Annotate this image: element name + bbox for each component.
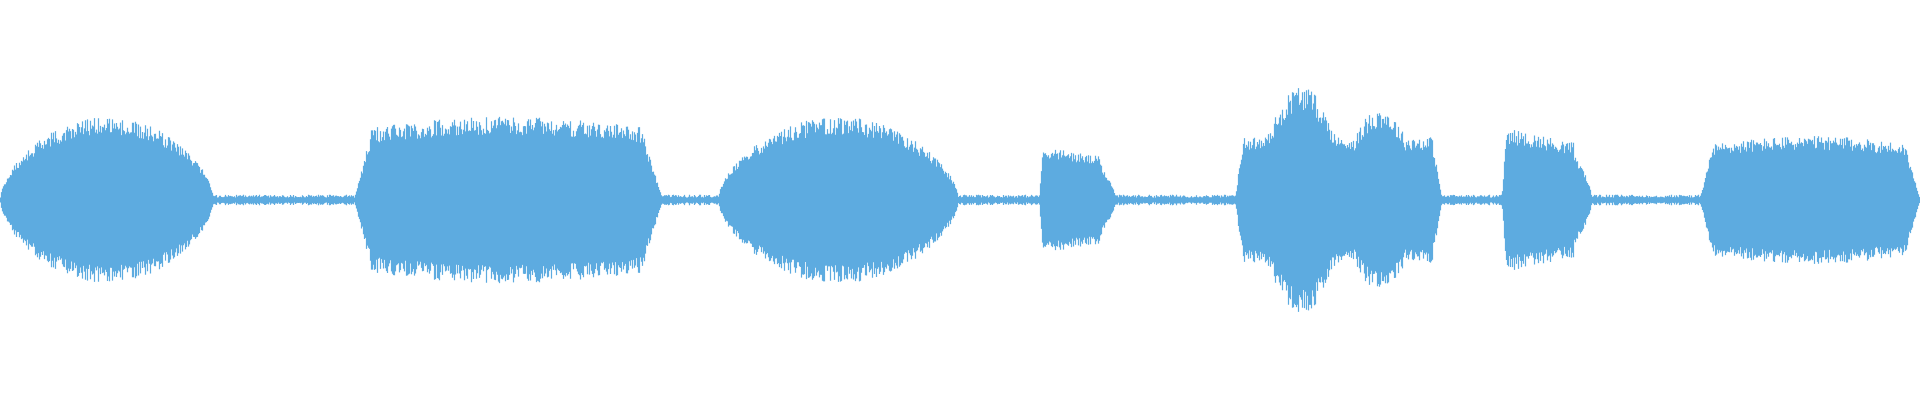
waveform-samples: [0, 88, 1920, 312]
